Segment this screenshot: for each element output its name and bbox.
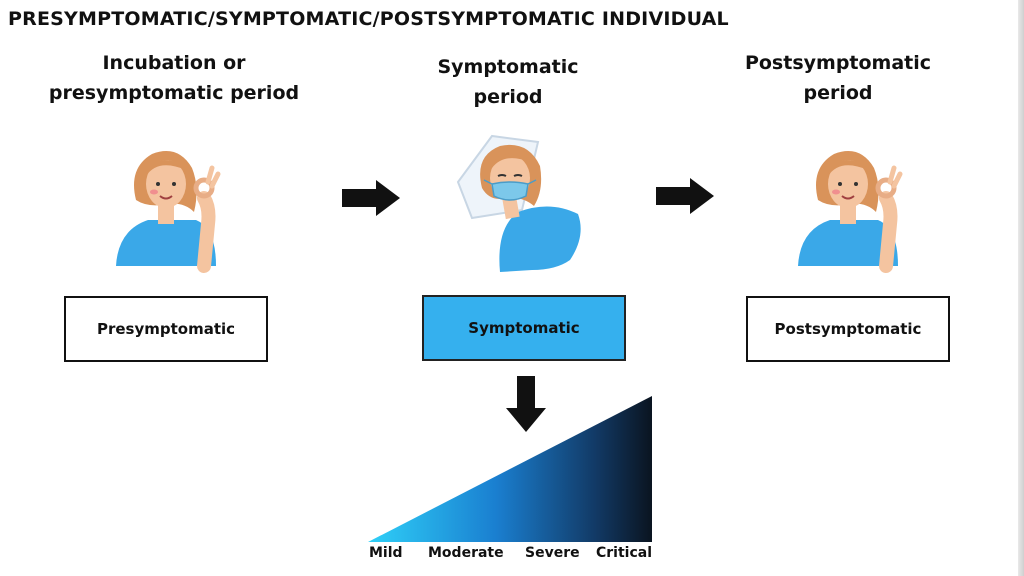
stage-label-presymptomatic: Presymptomatic — [96, 320, 236, 338]
stage-label-symptomatic: Symptomatic — [468, 319, 580, 337]
severity-label-critical: Critical — [596, 545, 653, 561]
heading-symptomatic: Symptomatic period — [358, 52, 658, 112]
diagram-title: PRESYMPTOMATIC/SYMPTOMATIC/POSTSYMPTOMAT… — [8, 8, 729, 30]
stage-box-presymptomatic: Presymptomatic — [64, 296, 268, 362]
heading-presymptomatic: Incubation or presymptomatic period — [24, 48, 324, 108]
stage-label-postsymptomatic: Postsymptomatic — [774, 320, 922, 338]
arrow-down-icon — [506, 376, 546, 432]
severity-label-severe: Severe — [525, 545, 580, 561]
heading-symptomatic-line1: Symptomatic — [437, 56, 579, 78]
heading-presymptomatic-line2: presymptomatic period — [48, 82, 300, 104]
stage-box-symptomatic: Symptomatic — [422, 295, 626, 361]
heading-presymptomatic-line1: Incubation or — [102, 52, 246, 74]
severity-label-moderate: Moderate — [428, 545, 504, 561]
severity-gradient-wedge — [368, 396, 652, 542]
heading-postsymptomatic: Postsymptomatic period — [688, 48, 988, 108]
heading-postsymptomatic-line1: Postsymptomatic — [744, 52, 932, 74]
woman-ok-gesture-icon — [798, 151, 903, 273]
arrow-right-icon — [656, 178, 714, 214]
stage-box-postsymptomatic: Postsymptomatic — [746, 296, 950, 362]
severity-label-mild: Mild — [369, 545, 403, 561]
heading-postsymptomatic-line2: period — [803, 82, 873, 104]
arrow-right-icon — [342, 180, 400, 216]
edge-strip — [1018, 0, 1024, 576]
woman-ok-gesture-icon — [116, 151, 221, 273]
sick-woman-with-mask-icon — [456, 134, 581, 272]
heading-symptomatic-line2: period — [473, 86, 543, 108]
